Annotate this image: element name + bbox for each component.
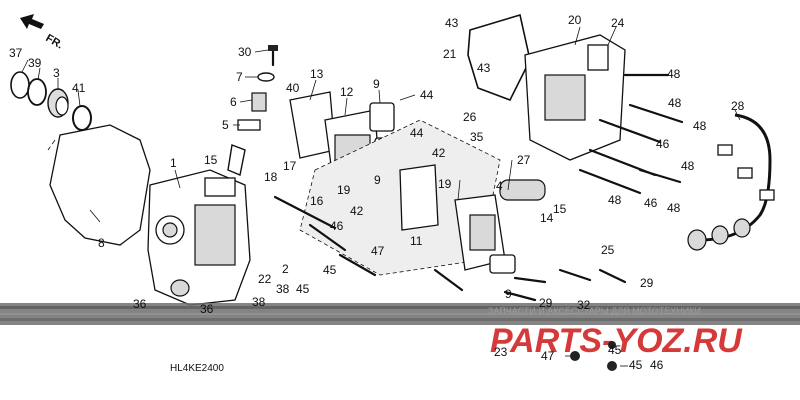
callout-48d: 48 — [681, 159, 695, 173]
callout-6: 6 — [230, 95, 237, 109]
callout-23: 23 — [494, 345, 508, 359]
callout-11: 11 — [410, 234, 423, 248]
callout-4: 4 — [496, 179, 503, 193]
scan-noise-band — [0, 303, 800, 325]
callout-9b: 9 — [374, 173, 381, 187]
callout-24: 24 — [611, 16, 625, 30]
valve-body-right — [454, 179, 546, 274]
callout-36b: 36 — [200, 302, 214, 316]
callout-42b: 42 — [350, 204, 364, 218]
callout-36a: 36 — [133, 297, 147, 311]
separator-plate-10 — [399, 164, 439, 231]
callout-2: 2 — [282, 262, 289, 276]
callout-40: 40 — [286, 81, 300, 95]
callout-18: 18 — [264, 170, 278, 184]
front-direction-arrow: FR. — [20, 14, 65, 51]
callout-46d: 46 — [650, 358, 664, 372]
callout-27: 27 — [517, 153, 531, 167]
callout-12: 12 — [340, 85, 354, 99]
callout-47b: 47 — [541, 349, 555, 363]
callout-46b: 46 — [656, 137, 670, 151]
callout-3: 3 — [53, 66, 60, 80]
callout-35: 35 — [470, 130, 484, 144]
callout-44a: 44 — [420, 88, 434, 102]
transmission-case-1 — [147, 169, 251, 306]
callout-48c: 48 — [693, 119, 707, 133]
callout-43a: 43 — [445, 16, 459, 30]
callout-48a: 48 — [667, 67, 681, 81]
callout-32: 32 — [577, 298, 591, 312]
callout-16: 16 — [310, 194, 324, 208]
callout-19a: 19 — [337, 183, 351, 197]
callout-46c: 46 — [644, 196, 658, 210]
callout-7: 7 — [236, 70, 243, 84]
callout-22: 22 — [258, 272, 272, 286]
callout-47a: 47 — [371, 244, 385, 258]
callout-48f: 48 — [667, 201, 681, 215]
callout-28: 28 — [731, 99, 745, 113]
bolt-set-48 — [578, 73, 684, 195]
callout-37: 37 — [9, 46, 23, 60]
callout-8: 8 — [98, 236, 105, 250]
watermark-logo: PARTS-YOZ.RU — [490, 322, 743, 360]
callout-19b: 19 — [438, 177, 452, 191]
valve-cover-20 — [524, 34, 626, 161]
callout-45d: 45 — [629, 358, 643, 372]
callout-15a: 15 — [204, 153, 218, 167]
callout-45c: 45 — [608, 343, 622, 357]
callout-9c: 9 — [505, 287, 512, 301]
callout-38b: 38 — [276, 282, 290, 296]
callout-1: 1 — [170, 156, 177, 170]
callout-42a: 42 — [432, 146, 446, 160]
callout-labels: 37 39 3 41 8 1 30 7 40 6 5 15 13 12 9 44… — [9, 13, 745, 372]
callout-30: 30 — [238, 45, 252, 59]
front-label: FR. — [44, 32, 65, 51]
callout-44b: 44 — [410, 126, 424, 140]
callout-48e: 48 — [608, 193, 622, 207]
callout-17: 17 — [283, 159, 297, 173]
callout-43b: 43 — [477, 61, 491, 75]
callout-38a: 38 — [252, 295, 266, 309]
plate-outline-shaded — [299, 119, 501, 276]
leader-lines — [21, 26, 741, 223]
gasket-21 — [467, 13, 531, 102]
callout-13: 13 — [310, 67, 324, 81]
callout-9a: 9 — [373, 77, 380, 91]
callout-20: 20 — [568, 13, 582, 27]
check-valve-assembly — [227, 45, 278, 176]
callout-21: 21 — [443, 47, 457, 61]
bolt-set-lower — [273, 195, 627, 302]
callout-29b: 29 — [539, 296, 553, 310]
callout-41: 41 — [72, 81, 86, 95]
callout-45a: 45 — [296, 282, 310, 296]
callout-15b: 15 — [553, 202, 567, 216]
callout-39: 39 — [28, 56, 42, 70]
callout-46a: 46 — [330, 219, 344, 233]
callout-5: 5 — [222, 118, 229, 132]
callout-26: 26 — [463, 110, 477, 124]
lower-bolts — [565, 341, 628, 371]
diagram-code: HL4KE2400 — [170, 363, 224, 374]
callout-14: 14 — [540, 211, 554, 225]
wire-harness-28 — [687, 113, 775, 251]
watermark-tagline: ЗАПЧАСТИ И АКСЕССУАРЫ ДЛЯ МОТОТЕХНИКИ — [488, 306, 701, 316]
callout-45b: 45 — [323, 263, 337, 277]
callout-48b: 48 — [668, 96, 682, 110]
gasket-8 — [49, 124, 151, 246]
callout-25: 25 — [601, 243, 615, 257]
callout-29: 29 — [640, 276, 654, 290]
